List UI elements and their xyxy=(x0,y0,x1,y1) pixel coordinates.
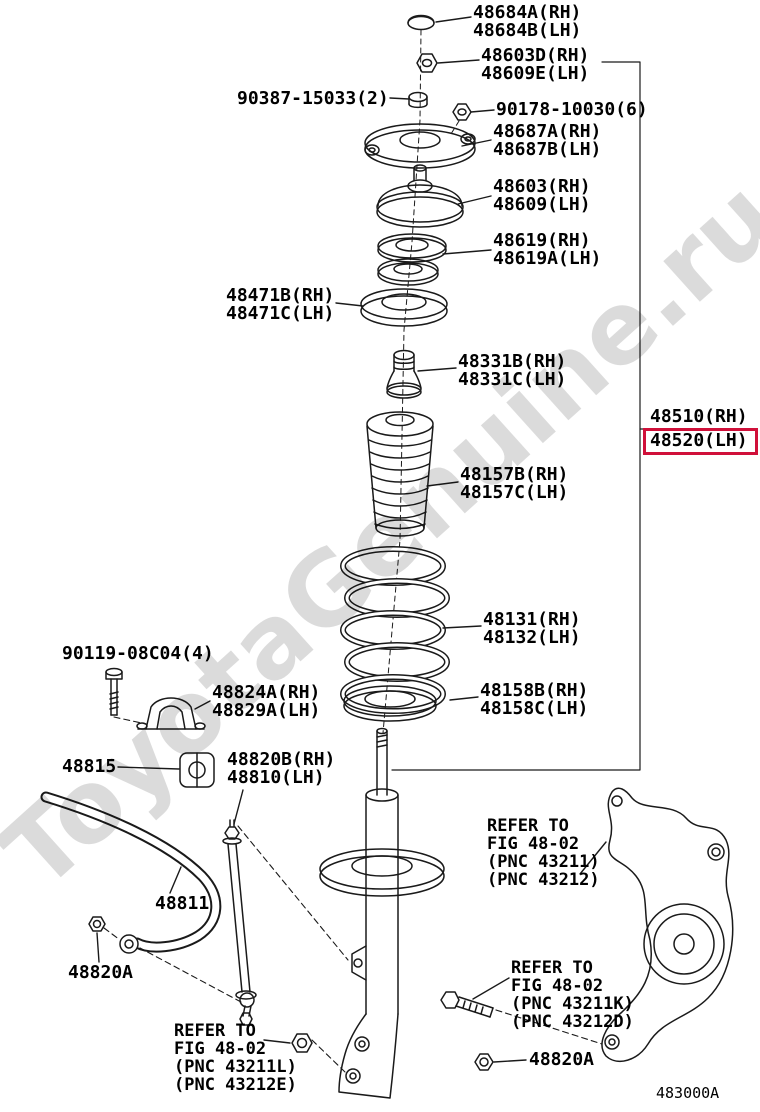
refer-line: (PNC 43211) xyxy=(487,852,600,872)
diagram-code: 483000A xyxy=(656,1084,720,1102)
part-number: 48603D(RH) xyxy=(481,45,590,66)
bushing-drawing xyxy=(179,752,215,788)
part-number: 48157B(RH) xyxy=(460,464,569,485)
part-number: 48158C(LH) xyxy=(480,698,589,719)
part-number: 48687A(RH) xyxy=(493,121,602,142)
refer-line: REFER TO xyxy=(487,816,569,836)
stabilizer-link-drawing xyxy=(222,819,257,1026)
part-label-48815[interactable]: 48815 xyxy=(62,756,117,777)
part-label-90178[interactable]: 90178-10030(6) xyxy=(496,99,648,120)
bump-stop-drawing xyxy=(386,349,422,399)
refer-line: (PNC 43212E) xyxy=(174,1075,297,1095)
refer-note-bolt: REFER TO FIG 48-02 (PNC 43211K) (PNC 432… xyxy=(511,959,634,1031)
refer-line: (PNC 43211K) xyxy=(511,994,634,1014)
part-number: 48132(LH) xyxy=(483,627,581,648)
part-number: 48331C(LH) xyxy=(458,369,567,390)
part-number: 48131(RH) xyxy=(483,609,581,630)
part-number: 48331B(RH) xyxy=(458,351,567,372)
refer-line: FIG 48-02 xyxy=(487,834,580,854)
part-number: 48619A(LH) xyxy=(493,248,602,269)
nut-drawing-48820a-bottom xyxy=(474,1053,494,1071)
part-number: 48824A(RH) xyxy=(212,682,321,703)
part-label-48157[interactable]: 48157B(RH) 48157C(LH) xyxy=(460,466,568,502)
part-label-48820a-left[interactable]: 48820A xyxy=(68,962,134,983)
part-number: 48619(RH) xyxy=(493,230,591,251)
cushion-drawing-90387 xyxy=(408,91,428,109)
part-number: 48810(LH) xyxy=(227,767,325,788)
nut-drawing-midbottom xyxy=(291,1033,313,1053)
refer-line: REFER TO xyxy=(511,958,593,978)
refer-line: REFER TO xyxy=(174,1021,256,1041)
knuckle-drawing xyxy=(601,787,734,1063)
part-label-48331[interactable]: 48331B(RH) 48331C(LH) xyxy=(458,353,566,389)
part-label-90387[interactable]: 90387-15033(2) xyxy=(237,88,389,109)
part-number: 48609E(LH) xyxy=(481,63,590,84)
coil-spring-drawing xyxy=(340,546,450,714)
stabilizer-bar-drawing xyxy=(40,791,222,954)
upper-insulator-drawing xyxy=(360,288,448,327)
part-label-48824[interactable]: 48824A(RH) 48829A(LH) xyxy=(212,684,320,720)
part-number: 48603(RH) xyxy=(493,176,591,197)
refer-note-nut: REFER TO FIG 48-02 (PNC 43211L) (PNC 432… xyxy=(174,1022,297,1094)
part-label-48811[interactable]: 48811 xyxy=(155,893,210,914)
nut-drawing-90178 xyxy=(450,103,472,135)
part-number: 48609(LH) xyxy=(493,194,591,215)
part-number: 48158B(RH) xyxy=(480,680,589,701)
part-label-48131[interactable]: 48131(RH) 48132(LH) xyxy=(483,611,581,647)
refer-line: FIG 48-02 xyxy=(174,1039,267,1059)
assembly-centerline xyxy=(382,29,422,734)
part-label-90119[interactable]: 90119-08C04(4) xyxy=(62,643,214,664)
bracket-drawing xyxy=(136,697,206,730)
refer-line: (PNC 43212) xyxy=(487,870,600,890)
dust-boot-drawing xyxy=(366,411,434,537)
part-label-48471[interactable]: 48471B(RH) 48471C(LH) xyxy=(226,287,334,323)
highlight-box-48520 xyxy=(643,428,758,455)
bolt-drawing-bottom xyxy=(440,991,494,1018)
strut-drawing xyxy=(319,727,445,1099)
part-label-48510[interactable]: 48510(RH) xyxy=(650,406,748,427)
strut-mount-drawing xyxy=(376,164,464,228)
bearing-drawing xyxy=(377,233,447,286)
part-number: 48684A(RH) xyxy=(473,2,582,23)
bolt-drawing-90119 xyxy=(105,667,123,716)
refer-note-knuckle: REFER TO FIG 48-02 (PNC 43211) (PNC 4321… xyxy=(487,817,600,889)
refer-line: (PNC 43212D) xyxy=(511,1012,634,1032)
support-plate-drawing xyxy=(364,123,476,169)
lower-insulator-drawing xyxy=(343,685,437,722)
part-label-48603[interactable]: 48603(RH) 48609(LH) xyxy=(493,178,591,214)
nut-drawing-48603d xyxy=(416,53,438,73)
part-label-48603d[interactable]: 48603D(RH) 48609E(LH) xyxy=(481,47,589,83)
part-label-48619[interactable]: 48619(RH) 48619A(LH) xyxy=(493,232,601,268)
dashed-alignment-lines xyxy=(103,716,603,1073)
part-label-48820b[interactable]: 48820B(RH) 48810(LH) xyxy=(227,751,335,787)
cap-drawing xyxy=(407,14,435,31)
part-number: 48471C(LH) xyxy=(226,303,335,324)
part-label-48820a-bottom[interactable]: 48820A xyxy=(529,1049,595,1070)
part-label-48520-selected[interactable]: 48520(LH) xyxy=(650,430,748,451)
part-number: 48471B(RH) xyxy=(226,285,335,306)
refer-line: (PNC 43211L) xyxy=(174,1057,297,1077)
part-number: 48829A(LH) xyxy=(212,700,321,721)
leader-lines xyxy=(96,16,607,1063)
part-label-48684[interactable]: 48684A(RH) 48684B(LH) xyxy=(473,4,581,40)
part-label-48158[interactable]: 48158B(RH) 48158C(LH) xyxy=(480,682,588,718)
part-label-48687[interactable]: 48687A(RH) 48687B(LH) xyxy=(493,123,601,159)
part-number: 48684B(LH) xyxy=(473,20,582,41)
nut-drawing-48820a-left xyxy=(88,916,106,932)
part-number: 48820B(RH) xyxy=(227,749,336,770)
part-number: 48687B(LH) xyxy=(493,139,602,160)
refer-line: FIG 48-02 xyxy=(511,976,604,996)
part-number: 48157C(LH) xyxy=(460,482,569,503)
